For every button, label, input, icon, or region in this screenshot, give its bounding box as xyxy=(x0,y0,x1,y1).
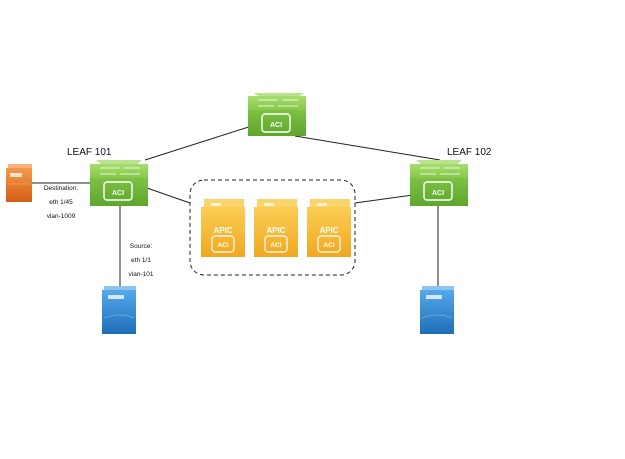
apic-controller-1[interactable]: APIC ACI xyxy=(201,199,245,257)
aci-logo-icon xyxy=(211,235,235,253)
link-leaf101-apic xyxy=(146,187,191,204)
leaf102-badge: ACI xyxy=(432,190,444,197)
link-spine-leaf101 xyxy=(144,123,259,161)
aci-logo-icon xyxy=(317,235,341,253)
spine-switch[interactable]: ACI xyxy=(248,93,306,136)
source-vlan: vlan-101 xyxy=(128,271,154,278)
source-label: Source: eth 1/1 vlan-101 xyxy=(123,240,159,282)
aci-logo-icon xyxy=(103,181,133,201)
source-title: Source: xyxy=(129,243,153,250)
destination-label: Destination: eth 1/45 vlan-1009 xyxy=(38,182,84,224)
link-leaf102-apic xyxy=(354,194,414,204)
leaf102-server[interactable] xyxy=(420,286,454,334)
apic-label: APIC xyxy=(213,226,232,235)
leaf101-switch[interactable]: ACI xyxy=(90,160,148,206)
apic-cluster-boundary xyxy=(189,179,356,276)
apic-label: APIC xyxy=(266,226,285,235)
apic-badge: ACI xyxy=(270,242,281,249)
apic-label: APIC xyxy=(319,226,338,235)
leaf101-name: LEAF 101 xyxy=(67,147,112,158)
destination-vlan: vlan-1009 xyxy=(46,213,76,220)
destination-port: eth 1/45 xyxy=(49,199,73,206)
leaf102-name: LEAF 102 xyxy=(447,147,492,158)
source-port: eth 1/1 xyxy=(131,257,151,264)
link-spine-leaf102 xyxy=(294,135,441,161)
links xyxy=(32,123,441,287)
aci-logo-icon xyxy=(261,113,291,133)
source-server[interactable] xyxy=(102,286,136,334)
apic-badge: ACI xyxy=(217,242,228,249)
destination-title: Destination: xyxy=(43,185,79,192)
apic-badge: ACI xyxy=(323,242,334,249)
apic-controller-2[interactable]: APIC ACI xyxy=(254,199,298,257)
destination-server[interactable] xyxy=(6,164,32,202)
aci-logo-icon xyxy=(264,235,288,253)
leaf102-switch[interactable]: ACI xyxy=(410,160,468,206)
aci-logo-icon xyxy=(423,181,453,201)
spine-badge: ACI xyxy=(270,122,282,129)
apic-controller-3[interactable]: APIC ACI xyxy=(307,199,351,257)
leaf101-badge: ACI xyxy=(112,190,124,197)
